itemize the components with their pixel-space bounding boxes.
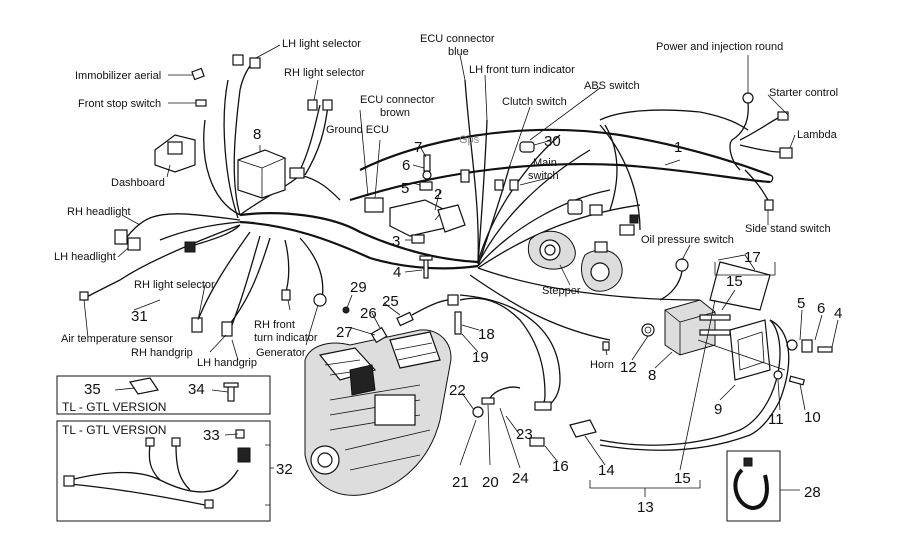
version-box-2	[56, 420, 271, 522]
callout-15-lower: 15	[674, 470, 691, 487]
callout-8: 8	[253, 126, 261, 143]
callout-24: 24	[512, 470, 529, 487]
callout-20: 20	[482, 474, 499, 491]
label-ground-ecu: Ground ECU	[326, 124, 389, 136]
engine	[304, 329, 452, 496]
callout-3: 3	[392, 233, 400, 250]
callout-28: 28	[804, 484, 821, 501]
callout-6-right: 6	[817, 300, 825, 317]
label-front-stop-switch: Front stop switch	[78, 98, 161, 110]
callout-9: 9	[714, 401, 722, 418]
callout-33: 33	[203, 427, 220, 444]
callout-15-upper: 15	[726, 273, 743, 290]
label-dashboard: Dashboard	[111, 177, 165, 189]
callout-25: 25	[382, 293, 399, 310]
callout-31: 31	[131, 308, 148, 325]
callout-8-lower: 8	[648, 367, 656, 384]
part-labels: LH light selector Immobilizer aerial RH …	[54, 33, 838, 371]
callout-4: 4	[393, 264, 401, 281]
cable-tie-box	[726, 450, 781, 522]
callout-19: 19	[472, 349, 489, 366]
callout-30: 30	[544, 133, 561, 150]
callout-27: 27	[336, 324, 353, 341]
callout-2: 2	[434, 186, 442, 203]
callout-12: 12	[620, 359, 637, 376]
label-immobilizer-aerial: Immobilizer aerial	[75, 70, 161, 82]
version-label-1: TL - GTL VERSION	[62, 400, 166, 414]
callout-18: 18	[478, 326, 495, 343]
bracket-assembly	[641, 254, 833, 436]
left-branches	[84, 59, 341, 331]
callout-34: 34	[188, 381, 205, 398]
callout-5-right: 5	[797, 295, 805, 312]
callout-4-right: 4	[834, 305, 842, 322]
label-stepper: Stepper	[542, 285, 581, 297]
label-generator: Generator	[256, 347, 306, 359]
callout-21: 21	[452, 474, 469, 491]
label-clutch-switch: Clutch switch	[502, 96, 567, 108]
callout-1: 1	[674, 139, 682, 156]
label-lh-headlight: LH headlight	[54, 251, 116, 263]
version-label-2: TL - GTL VERSION	[62, 423, 166, 437]
callout-17: 17	[744, 249, 761, 266]
callout-22: 22	[449, 382, 466, 399]
label-starter-control: Starter control	[769, 87, 838, 99]
callout-29: 29	[350, 279, 367, 296]
label-side-stand-switch: Side stand switch	[745, 223, 831, 235]
brackets	[265, 262, 776, 506]
leader-lines	[83, 44, 839, 491]
label-lambda: Lambda	[797, 129, 838, 141]
callout-16: 16	[552, 458, 569, 475]
callout-32: 32	[276, 461, 293, 478]
callouts: 1 2 3 4 5 6 7 8 30 29 25 26 27 18 19 31 …	[84, 126, 842, 516]
callout-7: 7	[414, 139, 422, 156]
label-rh-light-selector-low: RH light selector	[134, 279, 215, 291]
label-horn: Horn	[590, 359, 614, 371]
callout-6: 6	[402, 157, 410, 174]
callout-23: 23	[516, 426, 533, 443]
label-rh-light-selector-top: RH light selector	[284, 67, 365, 79]
version-labels: TL - GTL VERSION TL - GTL VERSION	[62, 400, 166, 437]
label-oil-pressure-switch: Oil pressure switch	[641, 234, 734, 246]
callout-5: 5	[401, 180, 409, 197]
engine-sensors	[313, 293, 597, 447]
callout-26: 26	[360, 305, 377, 322]
callout-11: 11	[768, 411, 784, 428]
callout-13: 13	[637, 499, 654, 516]
label-gps: Gps	[459, 134, 480, 146]
callout-35: 35	[84, 381, 101, 398]
version-box-1	[56, 375, 271, 415]
label-rh-handgrip: RH handgrip	[131, 347, 193, 359]
callout-14: 14	[598, 462, 615, 479]
main-harness	[239, 79, 781, 451]
label-power-injection-round: Power and injection round	[656, 41, 783, 53]
label-air-temperature-sensor: Air temperature sensor	[61, 333, 173, 345]
label-lh-light-selector-top: LH light selector	[282, 38, 361, 50]
label-lh-handgrip: LH handgrip	[197, 357, 257, 369]
callout-10: 10	[804, 409, 821, 426]
label-lh-front-turn-indicator: LH front turn indicator	[469, 64, 575, 76]
connectors	[79, 54, 793, 351]
label-rh-headlight: RH headlight	[67, 206, 131, 218]
label-abs-switch: ABS switch	[584, 80, 640, 92]
